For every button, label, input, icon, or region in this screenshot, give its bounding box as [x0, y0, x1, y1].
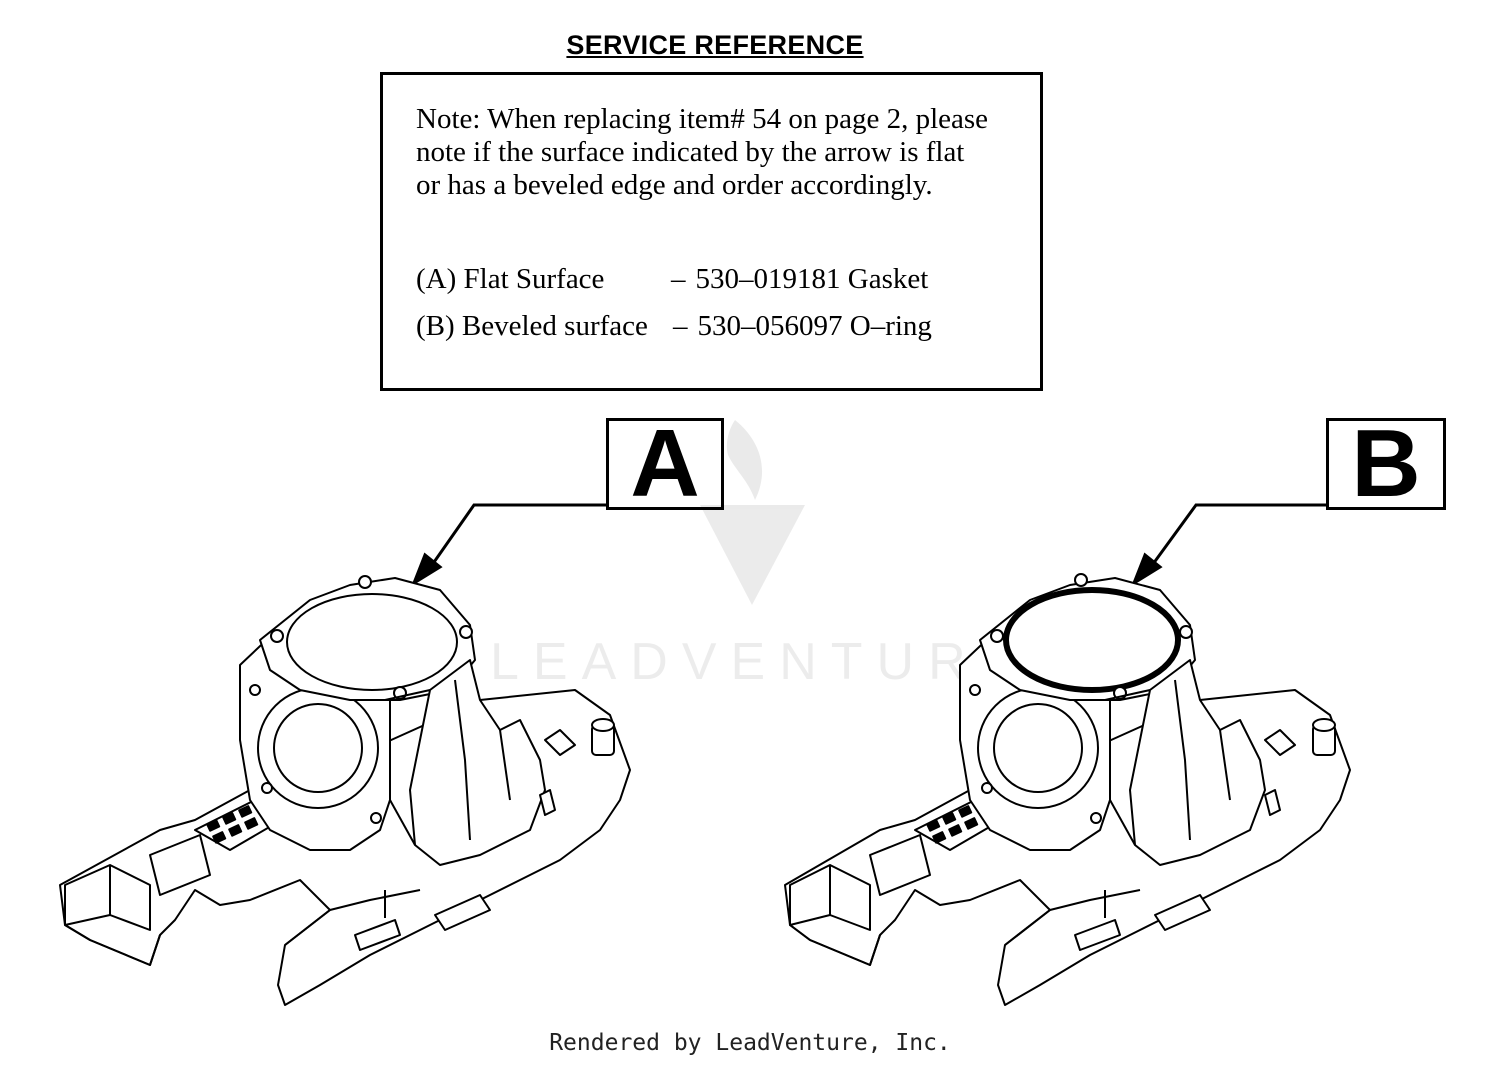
service-note-text: Note: When replacing item# 54 on page 2,…	[416, 103, 1046, 202]
option-b-label: (B) Beveled surface	[416, 310, 648, 342]
crankcase-drawing-b	[784, 573, 1351, 1006]
service-note-box: Note: When replacing item# 54 on page 2,…	[380, 72, 1043, 391]
callout-label-a: A	[606, 416, 724, 512]
footer-credit: Rendered by LeadVenture, Inc.	[549, 1030, 951, 1056]
arrow-a	[410, 503, 606, 587]
option-a-flat-surface: (A) Flat Surface –530–019181 Gasket	[416, 263, 928, 296]
watermark-text: LEADVENTURE	[490, 633, 1029, 691]
option-a-label: (A) Flat Surface	[416, 263, 605, 295]
callout-label-b: B	[1326, 416, 1446, 512]
watermark-logo	[700, 420, 805, 605]
note-line: Note: When replacing item# 54 on page 2,…	[416, 103, 989, 135]
page-title: SERVICE REFERENCE	[566, 30, 864, 60]
option-b-separator: –	[673, 310, 688, 342]
option-b-beveled-surface: (B) Beveled surface–530–056097 O–ring	[416, 310, 932, 343]
option-a-separator: –	[671, 263, 686, 295]
crankcase-drawing-a	[59, 575, 631, 1006]
option-a-part-number: 530–019181 Gasket	[695, 263, 929, 295]
note-line: or has a beveled edge and order accordin…	[416, 169, 933, 201]
option-b-part-number: 530–056097 O–ring	[697, 310, 932, 342]
note-line: note if the surface indicated by the arr…	[416, 136, 965, 168]
beveled-o-ring-surface	[1003, 587, 1181, 693]
arrow-b	[1130, 503, 1326, 587]
